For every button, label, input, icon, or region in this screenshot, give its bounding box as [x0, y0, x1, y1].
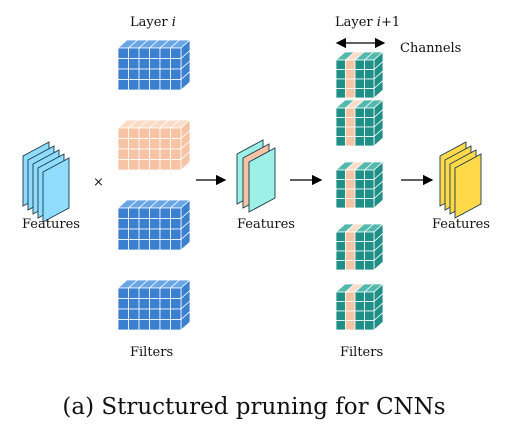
filter-block-layer-i1 — [334, 99, 385, 147]
layer-i1-filters — [334, 51, 385, 331]
feature-map — [454, 153, 482, 219]
filter-block-layer-i1 — [334, 161, 385, 209]
filter-block-layer-i1 — [334, 223, 385, 271]
filter-block-layer-i1 — [334, 283, 385, 331]
features-in-label: Features — [22, 217, 80, 232]
filter-block-layer-i1 — [334, 51, 385, 99]
filters-right-label: Filters — [340, 345, 383, 360]
caption: (a) Structured pruning for CNNs — [62, 394, 445, 420]
filter-block — [116, 279, 192, 331]
layer-i-label: Layer i — [130, 15, 176, 30]
feature-map — [248, 147, 276, 213]
features-out-label: Features — [432, 217, 490, 232]
filter-block — [116, 39, 192, 91]
layer-i-filters — [116, 39, 192, 331]
channels-label: Channels — [400, 41, 461, 56]
pruned-filter-block — [116, 119, 192, 171]
multiply-sign: × — [93, 175, 104, 190]
feature-map — [42, 157, 70, 223]
features-mid-label: Features — [237, 217, 295, 232]
mid-feature-maps — [236, 139, 276, 213]
filter-block — [116, 199, 192, 251]
filters-left-label: Filters — [130, 345, 173, 360]
output-feature-maps — [439, 141, 482, 219]
layer-i1-label: Layer i+1 — [335, 15, 400, 30]
input-feature-maps — [22, 141, 70, 223]
